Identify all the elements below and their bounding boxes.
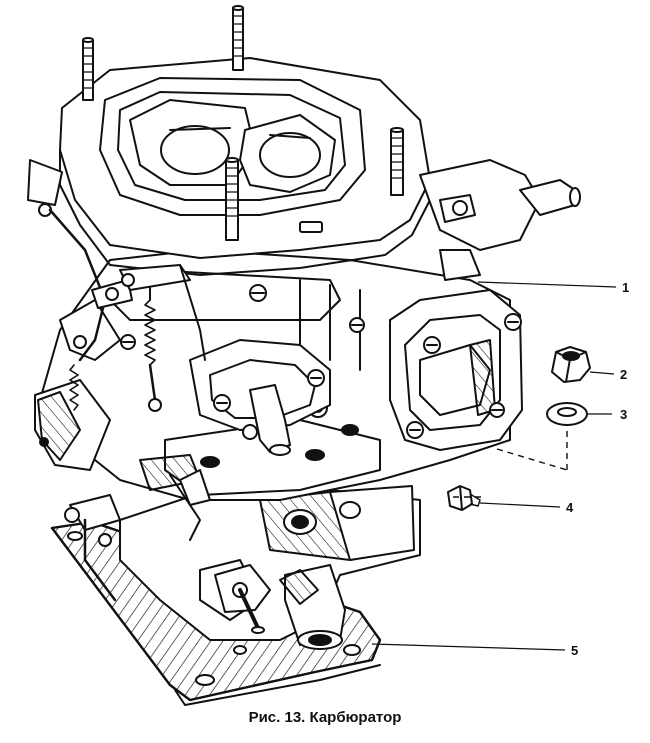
air-horn-cover	[59, 57, 431, 276]
nut	[551, 346, 591, 383]
callout-2: 2	[620, 367, 627, 382]
alignment-dashes	[448, 428, 568, 498]
callout-3: 3	[620, 407, 627, 422]
washer	[546, 402, 588, 426]
mounting-studs	[82, 5, 404, 241]
callout-5: 5	[571, 643, 578, 658]
callout-4: 4	[566, 500, 574, 515]
fuel-inlet-fitting	[419, 159, 581, 281]
callout-1: 1	[622, 280, 629, 295]
side-plate	[34, 299, 121, 471]
figure-caption: Рис. 13. Карбюратор	[248, 709, 402, 726]
screw	[447, 485, 481, 511]
choke-linkage	[27, 159, 211, 602]
accelerator-pump	[189, 339, 331, 456]
leader-lines	[371, 281, 617, 651]
choke-housing	[389, 289, 523, 451]
